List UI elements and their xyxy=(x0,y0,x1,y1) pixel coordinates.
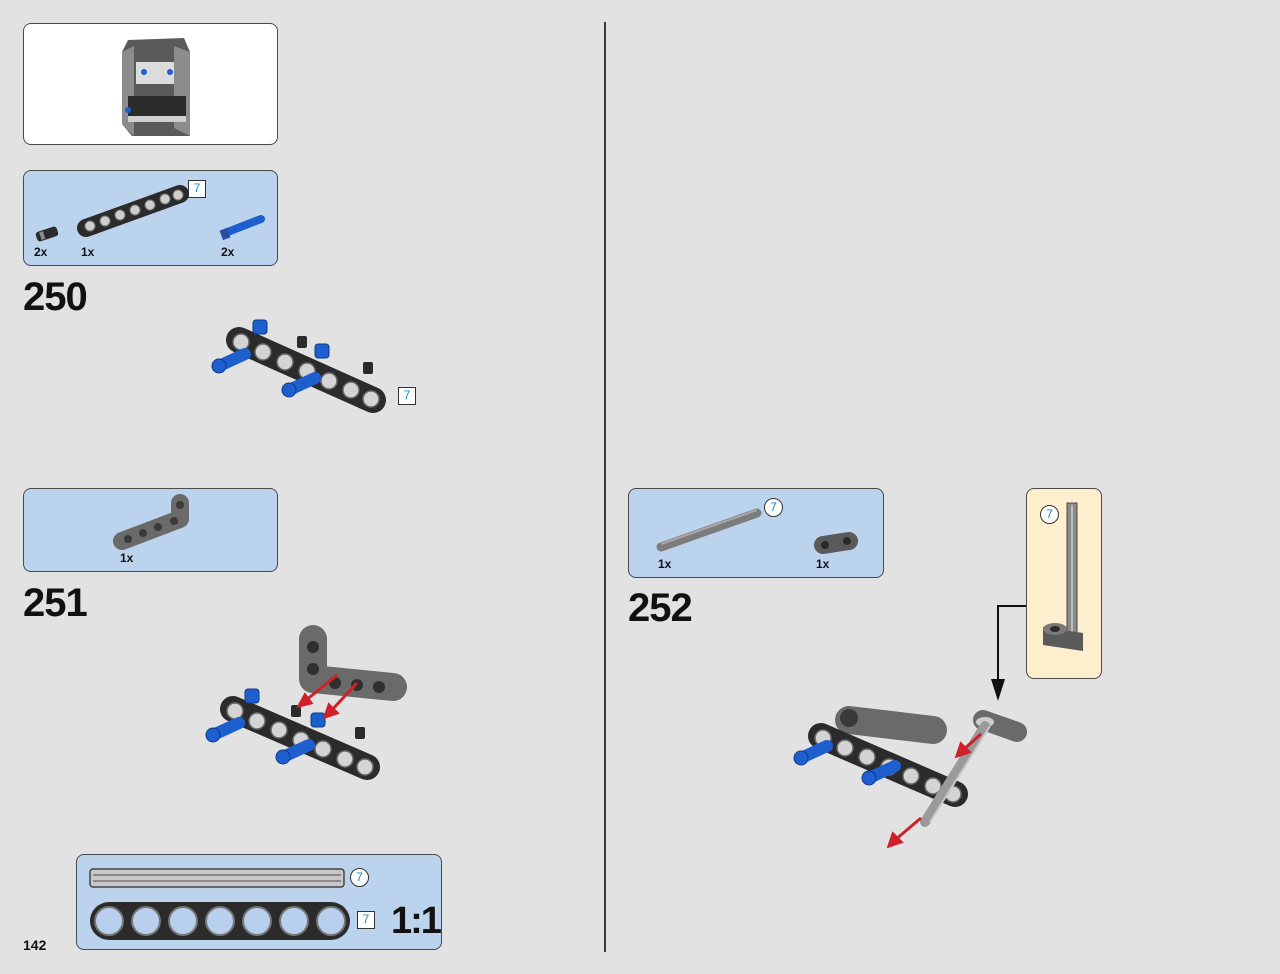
page-divider xyxy=(604,22,606,952)
part-qty: 2x xyxy=(221,245,235,259)
step-number-251: 251 xyxy=(23,581,88,625)
step-251-assembly-icon xyxy=(205,625,407,780)
previous-model-panel xyxy=(23,23,278,145)
model-preview-icon xyxy=(122,38,190,136)
step-251-parts-panel: 1x xyxy=(23,488,278,572)
part-qty: 1x xyxy=(816,557,830,571)
part-length-badge: 7 xyxy=(188,180,206,198)
subassembly-callout: 7 xyxy=(1026,488,1102,679)
step-250-assembly-icon xyxy=(211,319,386,413)
step-number-250: 250 xyxy=(23,275,88,319)
axle-length-badge: 7 xyxy=(350,868,369,887)
subassembly-length-badge: 7 xyxy=(1040,505,1059,524)
step-number-252: 252 xyxy=(628,586,693,630)
part-qty: 1x xyxy=(120,551,134,565)
step-252-parts-panel: 7 1x 1x xyxy=(628,488,884,578)
scale-reference-panel: 7 7 1:1 xyxy=(76,854,442,950)
axle-with-link-icon xyxy=(1043,502,1083,651)
black-pin-icon xyxy=(35,226,59,242)
axle-7-scale-icon xyxy=(89,868,345,888)
black-beam-7-icon xyxy=(77,185,189,237)
page-number: 142 xyxy=(23,937,47,953)
step-250-parts-panel: 2x 1x 7 2x xyxy=(23,170,278,266)
beam-7-scale-icon xyxy=(90,902,350,940)
blue-axle-pin-icon xyxy=(219,215,265,241)
part-qty: 1x xyxy=(81,245,95,259)
assembly-length-badge: 7 xyxy=(398,387,416,405)
part-qty: 2x xyxy=(34,245,48,259)
part-length-badge: 7 xyxy=(764,498,783,517)
step-252-assembly-icon xyxy=(793,706,1027,849)
part-qty: 1x xyxy=(658,557,672,571)
grey-l-beam-icon xyxy=(113,494,189,550)
beam-length-badge: 7 xyxy=(357,911,375,929)
callout-connector-arrow xyxy=(991,605,1026,701)
scale-label: 1:1 xyxy=(391,900,442,942)
grey-axle-7-icon xyxy=(656,508,762,552)
grey-link-icon xyxy=(814,532,858,554)
